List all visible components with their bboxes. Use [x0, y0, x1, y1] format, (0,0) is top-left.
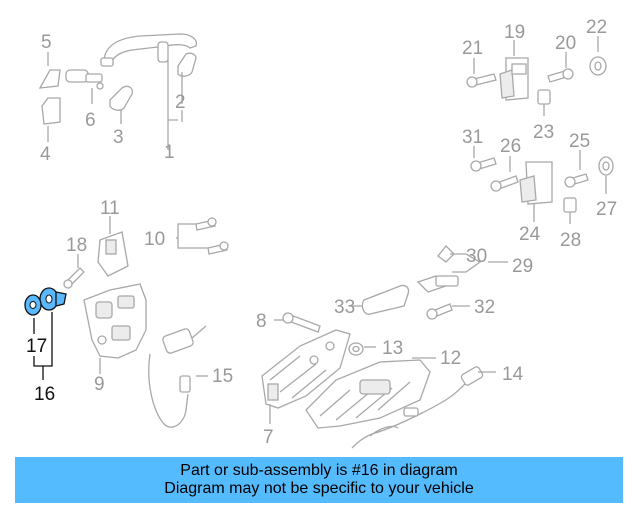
part-30-clip — [416, 245, 459, 293]
part-label-7: 7 — [263, 427, 274, 448]
leader-10 — [176, 223, 208, 249]
leader-16-17 — [33, 312, 53, 380]
part-1-door-handle — [100, 33, 198, 67]
part-11-actuator — [97, 231, 129, 277]
part-2-cap — [177, 52, 197, 77]
part-33-inner-handle — [361, 284, 410, 315]
part-label-23: 23 — [533, 122, 554, 143]
part-23-bushing — [537, 89, 551, 105]
part-label-1: 1 — [164, 142, 175, 163]
part-label-12: 12 — [440, 348, 461, 369]
part-label-8: 8 — [256, 311, 267, 332]
part-13-grommet — [348, 342, 364, 356]
part-label-22: 22 — [586, 17, 607, 38]
part-label-19: 19 — [504, 22, 525, 43]
part-label-24: 24 — [519, 224, 541, 245]
part-6-lock-cylinder — [65, 69, 104, 90]
part-label-30: 30 — [466, 246, 487, 267]
part-label-31: 31 — [462, 127, 483, 148]
leader-1 — [167, 60, 178, 150]
part-label-3: 3 — [113, 127, 124, 148]
part-label-26: 26 — [500, 136, 521, 157]
info-banner: Part or sub-assembly is #16 in diagram D… — [15, 457, 623, 503]
part-19-hinge — [499, 57, 529, 101]
part-26-bolt — [490, 175, 519, 192]
part-18-screw — [63, 267, 85, 289]
parts-diagram: 1 2 3 4 5 6 19 21 20 22 — [24, 17, 617, 449]
leader-29-30 — [450, 253, 508, 273]
part-12-panel — [305, 359, 431, 429]
part-label-21: 21 — [462, 38, 483, 59]
part-25-bolt — [564, 173, 589, 188]
part-16-highlighted — [39, 287, 67, 311]
part-label-9: 9 — [94, 374, 105, 395]
part-label-17: 17 — [26, 336, 47, 357]
part-label-29: 29 — [512, 256, 533, 277]
part-label-25: 25 — [569, 131, 590, 152]
part-label-4: 4 — [40, 144, 51, 165]
part-8-screw — [282, 312, 321, 333]
part-label-6: 6 — [85, 110, 96, 131]
banner-line-disclaimer: Diagram may not be specific to your vehi… — [164, 480, 474, 497]
part-28-bushing — [563, 197, 577, 213]
part-label-14: 14 — [502, 364, 524, 385]
part-14-release-cable — [351, 366, 484, 449]
part-5-cover — [38, 69, 61, 89]
part-31-bolt — [470, 157, 497, 172]
part-17-highlighted — [24, 294, 42, 316]
part-27-washer — [598, 156, 614, 176]
part-label-28: 28 — [560, 230, 581, 251]
part-label-32: 32 — [474, 297, 495, 318]
part-label-27: 27 — [596, 199, 617, 220]
part-15-cable — [148, 325, 207, 428]
part-22-washer — [589, 56, 607, 76]
part-label-20: 20 — [555, 33, 576, 54]
part-4-bracket — [41, 97, 61, 125]
part-20-bolt — [547, 68, 574, 83]
part-label-18: 18 — [66, 235, 87, 256]
part-label-33: 33 — [334, 297, 355, 318]
part-3-trim — [109, 85, 134, 111]
banner-line-part-number: Part or sub-assembly is #16 in diagram — [180, 462, 458, 479]
part-24-hinge — [519, 161, 553, 205]
part-10-screws — [195, 217, 229, 255]
part-label-10: 10 — [144, 229, 165, 250]
part-label-13: 13 — [382, 338, 403, 359]
part-label-5: 5 — [41, 32, 52, 53]
part-32-screw — [426, 303, 453, 320]
part-21-bolt — [466, 73, 497, 88]
part-label-16: 16 — [34, 384, 55, 405]
part-label-15: 15 — [212, 366, 233, 387]
part-label-2: 2 — [175, 92, 186, 113]
part-label-11: 11 — [100, 198, 120, 219]
part-9-lock-assembly — [83, 283, 147, 359]
